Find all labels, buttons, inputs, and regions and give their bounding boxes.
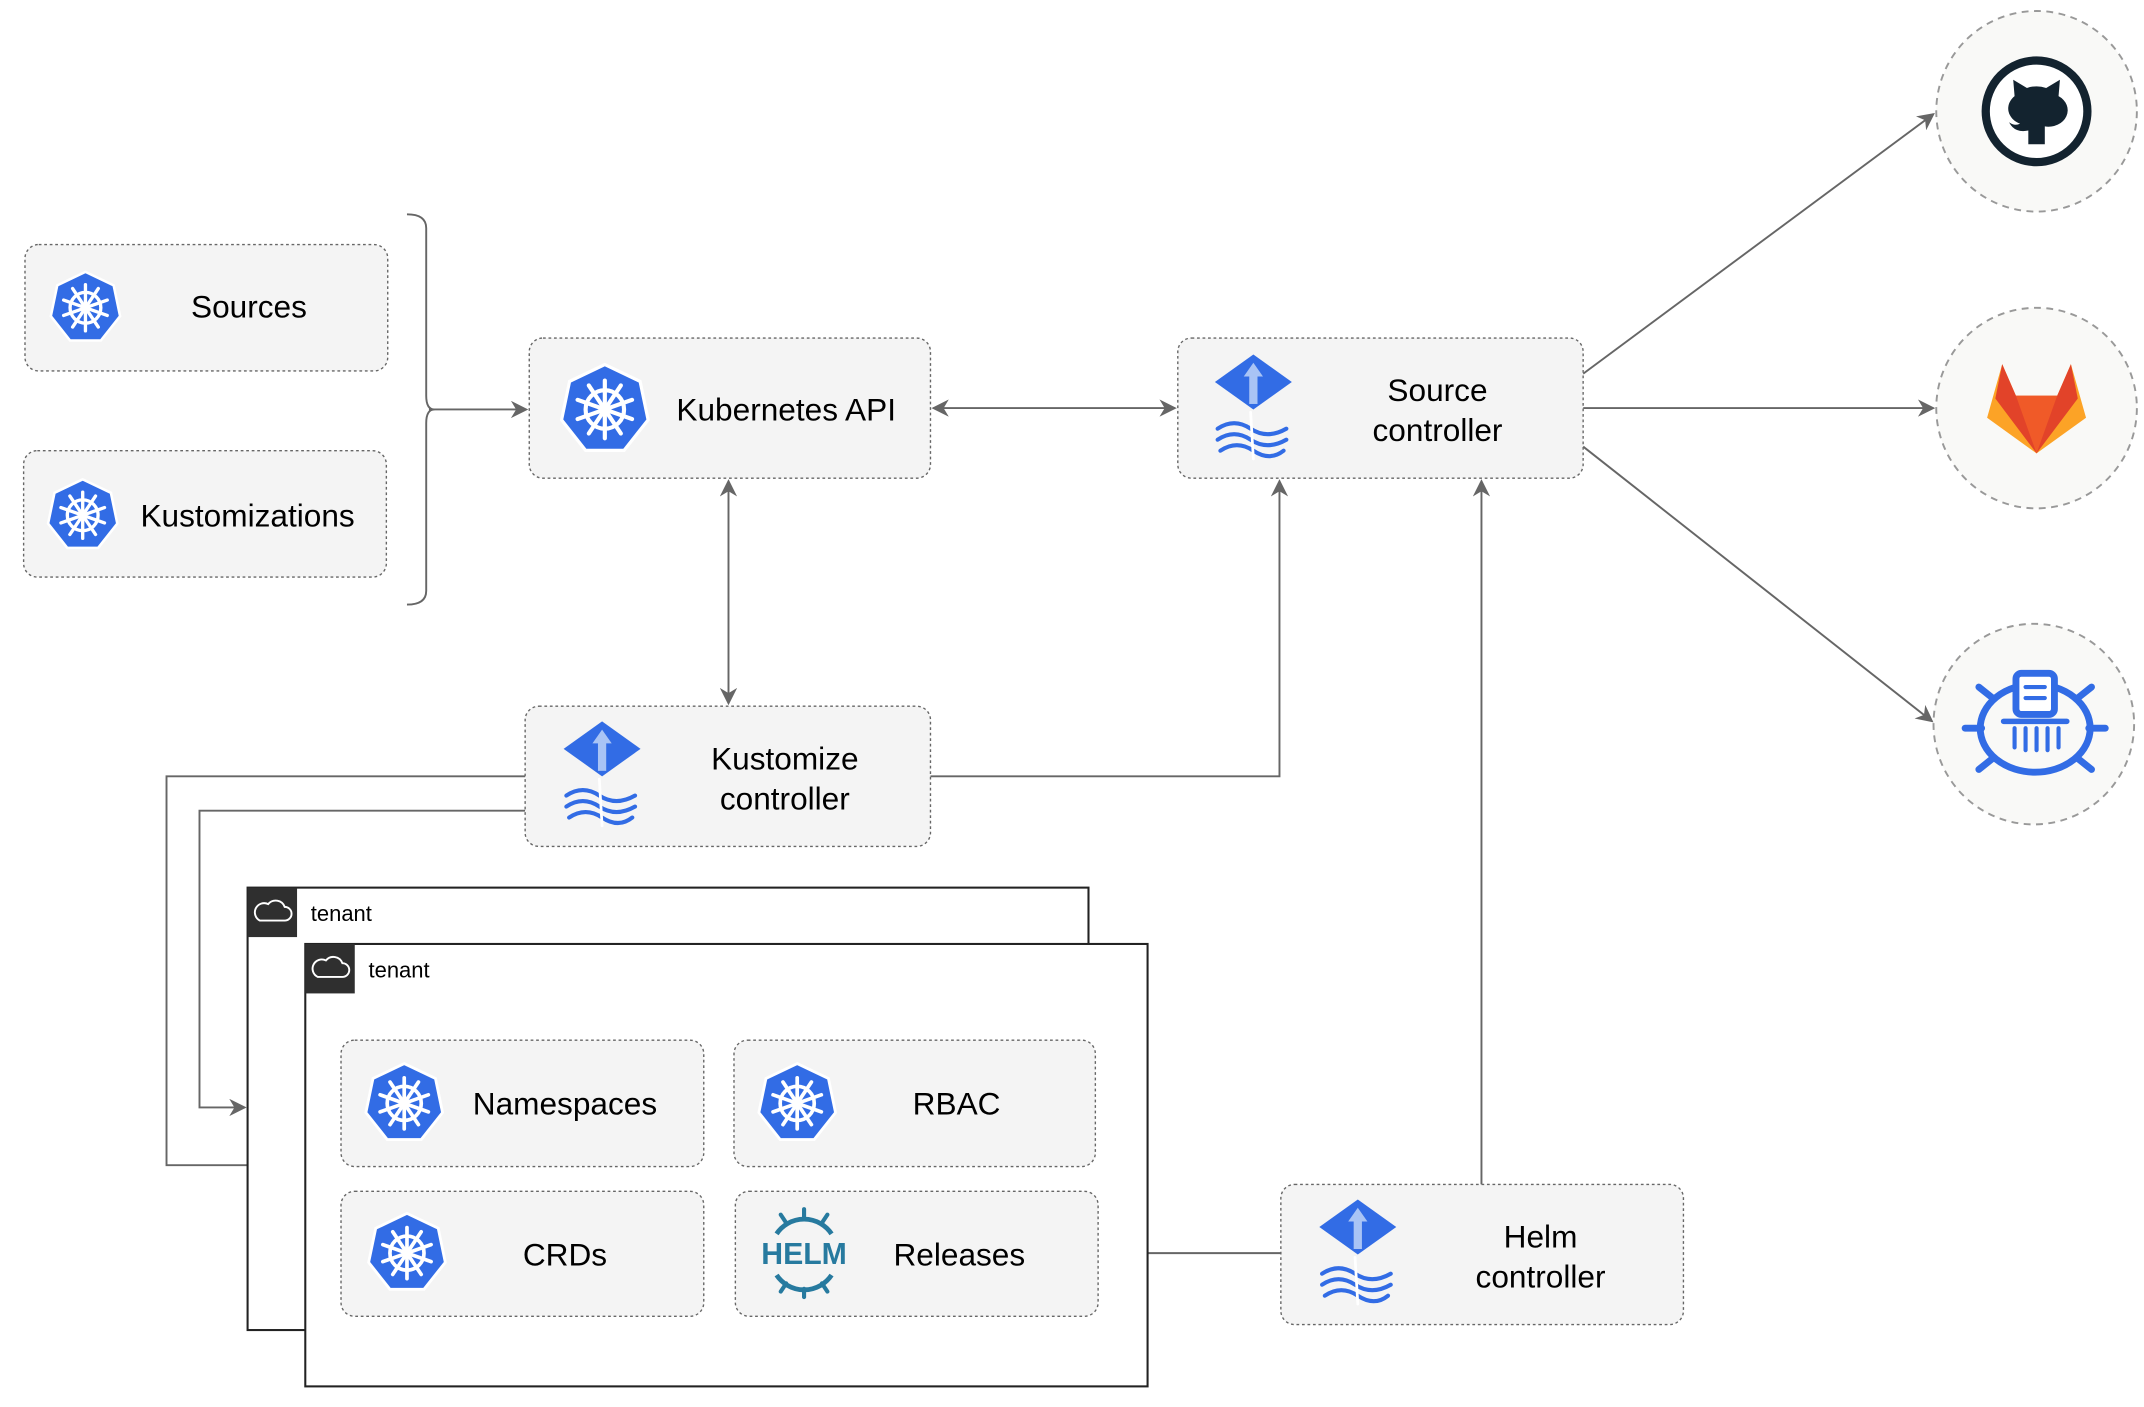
node-source-controller[interactable]: Source controller — [1177, 337, 1584, 479]
kubernetes-icon — [366, 1211, 448, 1292]
node-kustomizations[interactable]: Kustomizations — [22, 449, 388, 578]
kustomize-controller-label-line2: controller — [720, 780, 850, 816]
kustomizations-label: Kustomizations — [140, 497, 354, 533]
kubernetes-api-label: Kubernetes API — [676, 391, 896, 427]
edge-source-to-bucket — [1582, 445, 1934, 723]
node-namespaces[interactable]: Namespaces — [340, 1039, 705, 1168]
kubernetes-icon — [364, 1061, 445, 1142]
helm-icon: HELM — [761, 1207, 847, 1300]
kubernetes-icon — [46, 477, 119, 550]
helm-controller-label-line1: Helm — [1504, 1219, 1578, 1255]
helm-logo-text: HELM — [761, 1238, 847, 1271]
node-helm-controller[interactable]: Helm controller — [1280, 1183, 1685, 1326]
edge-kustomize-to-tenant-front — [165, 775, 526, 1174]
tenant-label: tenant — [369, 958, 430, 983]
crds-label: CRDs — [523, 1236, 607, 1272]
edge-kustomize-to-tenant-back — [198, 809, 526, 1117]
kustomize-controller-label-line1: Kustomize — [711, 740, 858, 776]
node-sources[interactable]: Sources — [24, 243, 389, 372]
tenant-front[interactable]: tenant Namespaces RBAC CRDs HELM — [304, 942, 1149, 1388]
kubernetes-icon — [562, 365, 649, 451]
rbac-label: RBAC — [913, 1085, 1001, 1121]
releases-label: Releases — [893, 1236, 1025, 1272]
node-releases[interactable]: HELM Releases — [734, 1190, 1099, 1318]
node-rbac[interactable]: RBAC — [733, 1039, 1097, 1168]
github-icon — [1981, 56, 2092, 167]
gitlab-source[interactable] — [1935, 306, 2138, 510]
tenant-label: tenant — [311, 901, 372, 926]
cloud-icon — [253, 899, 293, 922]
helm-controller-label-line2: controller — [1476, 1258, 1606, 1294]
bucket-icon — [1961, 669, 2109, 776]
node-kustomize-controller[interactable]: Kustomize controller — [524, 705, 932, 848]
node-crds[interactable]: CRDs — [340, 1190, 705, 1318]
source-controller-label-line2: controller — [1373, 412, 1503, 448]
node-kubernetes-api[interactable]: Kubernetes API — [528, 337, 932, 479]
bucket-source[interactable] — [1932, 622, 2136, 826]
cloud-icon-bg — [305, 943, 355, 994]
source-controller-label-line1: Source — [1387, 372, 1487, 408]
github-source[interactable] — [1935, 10, 2138, 213]
namespaces-label: Namespaces — [473, 1085, 657, 1121]
kubernetes-icon — [49, 270, 122, 343]
edge-source-to-github — [1582, 113, 1935, 375]
cloud-icon-bg — [247, 887, 298, 938]
kubernetes-icon — [757, 1061, 838, 1142]
cloud-icon — [311, 955, 351, 978]
edge-kustomize-to-source-controller — [930, 479, 1289, 778]
sources-label: Sources — [191, 288, 307, 324]
gitlab-icon — [1987, 364, 2087, 454]
